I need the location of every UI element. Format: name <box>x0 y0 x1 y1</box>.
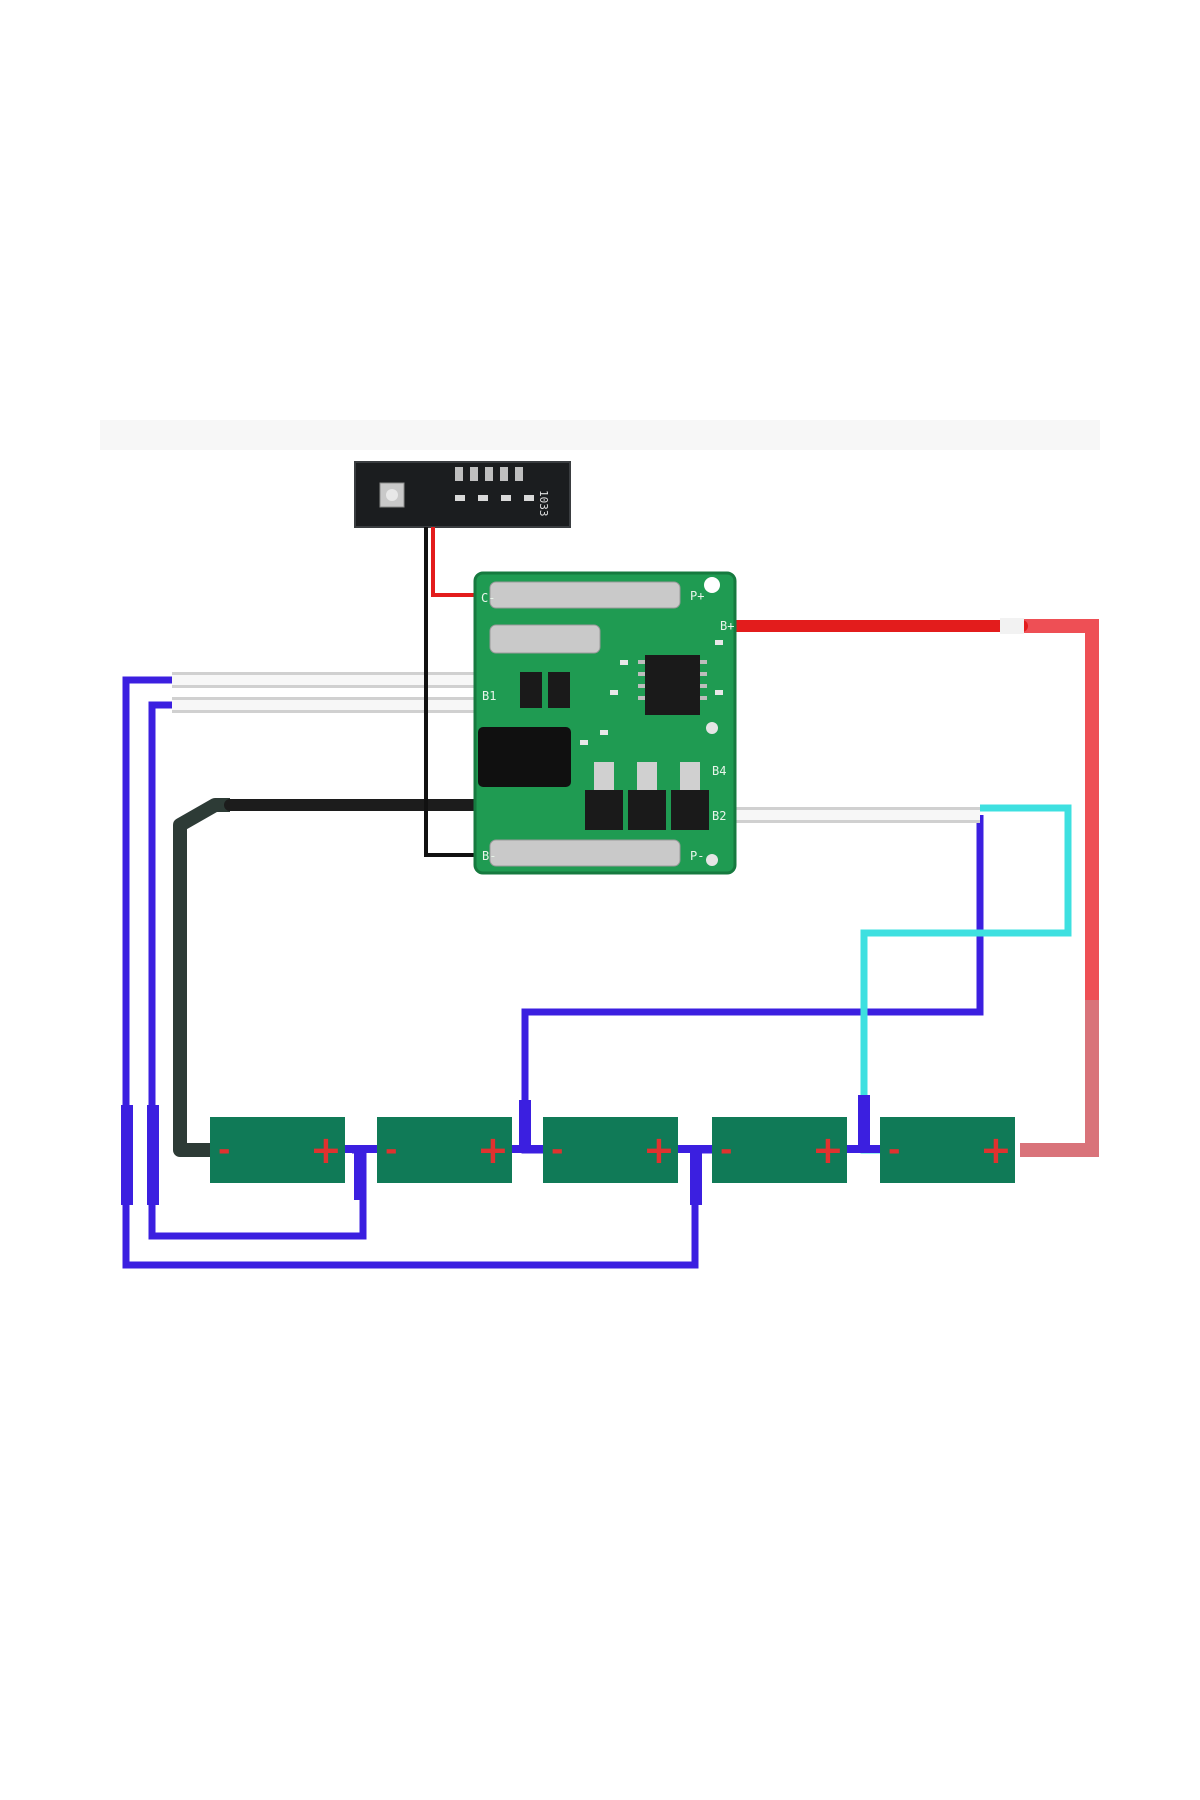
mosfet-1 <box>585 790 623 830</box>
cell-1: - + <box>210 1117 345 1183</box>
label-b1: B1 <box>482 689 496 703</box>
cell-4-negative: - <box>720 1133 732 1168</box>
smd-6 <box>715 690 723 695</box>
cell-2-body <box>377 1117 512 1183</box>
pin-l3 <box>638 684 645 688</box>
led-black-wire <box>424 527 485 857</box>
pin-l2 <box>638 672 645 676</box>
smd-1 <box>620 660 628 665</box>
led-4 <box>524 495 534 501</box>
smd-4 <box>580 740 588 745</box>
connector-1-2 <box>345 1145 377 1153</box>
label-c-minus: C- <box>481 591 495 605</box>
cell-3-positive: + <box>643 1128 675 1172</box>
label-b-plus: B+ <box>720 619 734 633</box>
pin-l1 <box>638 660 645 664</box>
label-p-minus: P- <box>690 849 704 863</box>
mosfet-tab-3 <box>680 762 700 790</box>
cyan-wire-b4 <box>860 804 1072 1154</box>
pin-l4 <box>638 696 645 700</box>
pad-2 <box>470 467 478 481</box>
mount-hole-2 <box>706 722 718 734</box>
led-pads <box>455 467 523 481</box>
blue-stub-cell4 <box>690 1145 702 1205</box>
led-board: 1033 <box>354 461 571 528</box>
mosfet-2 <box>628 790 666 830</box>
smd-2 <box>610 690 618 695</box>
pin-r1 <box>700 660 707 664</box>
terminal-second <box>489 624 601 654</box>
photo-backdrop <box>100 420 1100 450</box>
mount-hole-1 <box>704 577 720 593</box>
smd-3 <box>600 730 608 735</box>
mosfet-3 <box>671 790 709 830</box>
cell-3: - + <box>543 1117 678 1183</box>
cell-2: - + <box>377 1117 512 1183</box>
blue-stub-left-2 <box>147 1105 159 1205</box>
cell-2-positive: + <box>477 1128 509 1172</box>
label-b-minus: B- <box>482 849 496 863</box>
led-red-wire <box>431 527 485 597</box>
blue-stub-cell2 <box>354 1145 366 1200</box>
cell-4-positive: + <box>812 1128 844 1172</box>
led-row <box>455 495 534 501</box>
cell-5: - + <box>880 1117 1015 1183</box>
cell-3-body <box>543 1117 678 1183</box>
blue-stub-left-1 <box>121 1105 133 1205</box>
pin-r4 <box>700 696 707 700</box>
connector-4-5 <box>847 1145 880 1153</box>
cell-4-body <box>712 1117 847 1183</box>
red-wire-b-plus-lower <box>1020 1000 1099 1157</box>
connector-2-3 <box>512 1145 543 1153</box>
cell-3-negative: - <box>551 1133 563 1168</box>
ic-main <box>645 655 700 715</box>
smd-5 <box>715 640 723 645</box>
pad-1 <box>455 467 463 481</box>
pin-r2 <box>700 672 707 676</box>
label-p-plus: P+ <box>690 589 704 603</box>
connector-3-4 <box>678 1145 712 1153</box>
pad-4 <box>500 467 508 481</box>
cell-2-negative: - <box>385 1133 397 1168</box>
terminal-top <box>489 581 681 609</box>
red-wire-b-plus <box>1020 619 1099 1157</box>
cell-4: - + <box>712 1117 847 1183</box>
cell-1-positive: + <box>310 1128 342 1172</box>
mosfet-tab-2 <box>637 762 657 790</box>
pad-5 <box>515 467 523 481</box>
red-wire-insulation <box>1000 618 1024 634</box>
led-1 <box>455 495 465 501</box>
inductor <box>478 727 571 787</box>
bms-board: C- P+ B+ B1 B2 B4 B- P- <box>473 571 737 875</box>
pin-r3 <box>700 684 707 688</box>
label-b2: B2 <box>712 809 726 823</box>
mount-hole-3 <box>706 854 718 866</box>
cell-1-negative: - <box>218 1133 230 1168</box>
battery-cells: - + - + - + - + - + <box>210 1117 1015 1183</box>
push-button-center[interactable] <box>386 489 398 501</box>
mosfet-tab-1 <box>594 762 614 790</box>
led-board-marking: 1033 <box>537 490 550 517</box>
cell-5-positive: + <box>980 1128 1012 1172</box>
cyan-stub <box>858 1095 870 1145</box>
ic-small-2 <box>548 672 570 708</box>
cell-5-negative: - <box>888 1133 900 1168</box>
ic-main-pins <box>638 660 707 700</box>
cell-1-body <box>210 1117 345 1183</box>
dark-wire-b-minus <box>173 798 230 1157</box>
cell-5-body <box>880 1117 1015 1183</box>
led-2 <box>478 495 488 501</box>
led-3 <box>501 495 511 501</box>
blue-stub-cell3 <box>519 1100 531 1150</box>
ic-small-1 <box>520 672 542 708</box>
terminal-bottom <box>489 839 681 867</box>
pad-3 <box>485 467 493 481</box>
cell-connectors <box>345 1145 880 1153</box>
label-b4: B4 <box>712 764 726 778</box>
smd-components <box>580 640 723 745</box>
